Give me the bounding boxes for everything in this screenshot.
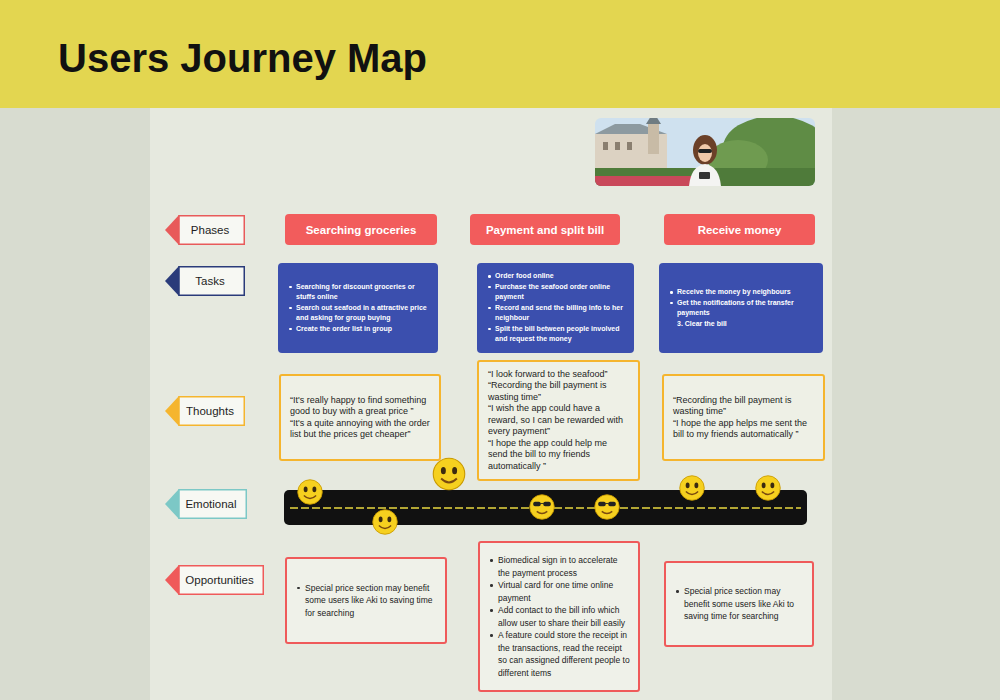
thought-quote: “Recording the bill payment is wasting t…: [488, 380, 629, 403]
tag-body: [179, 216, 244, 245]
tag-point: [165, 266, 179, 296]
opportunity-item: Add contact to the bill info which allow…: [498, 604, 630, 629]
thought-quote: “I look forward to the seafood”: [488, 369, 629, 381]
photo-flowers: [595, 176, 705, 186]
photo-tower: [648, 124, 659, 154]
task-box: Order food onlinePurchase the seafood or…: [477, 263, 634, 353]
task-box: Receive the money by neighboursGet the n…: [659, 263, 823, 353]
emoji: [530, 495, 555, 520]
emotion-track: [284, 490, 807, 525]
thought-quote: “It's really happy to find something goo…: [290, 395, 430, 418]
opportunity-box: Special price section may benefit some u…: [664, 561, 814, 647]
task-item: Create the order list in group: [296, 324, 432, 335]
opportunity-item: Special price section may benefit some u…: [305, 582, 437, 620]
thought-box: “Recording the bill payment is wasting t…: [662, 374, 825, 461]
task-item: Purchase the seafood order online paymen…: [495, 282, 628, 303]
task-item: Receive the money by neighbours: [677, 287, 817, 298]
phase-box: Payment and split bill: [470, 214, 620, 245]
emoji: [433, 458, 465, 490]
task-item: Record and send the billing info to her …: [495, 303, 628, 324]
tag-body: [179, 490, 246, 519]
row-label: Thoughts: [186, 405, 234, 417]
emoji: [298, 480, 323, 505]
opportunity-item: A feature could store the receipt in the…: [498, 629, 630, 679]
photo-window: [603, 142, 608, 150]
thought-quote: “Recording the bill payment is wasting t…: [673, 395, 814, 418]
thought-box: “It's really happy to find something goo…: [279, 374, 441, 461]
tag-body: [179, 267, 244, 296]
photo-shirt: [689, 164, 721, 186]
tag-point: [165, 215, 179, 245]
task-item: Search out seafood in a attractive price…: [296, 303, 432, 324]
emoji: [756, 476, 781, 501]
thought-quote: “I hope the app could help me send the b…: [488, 438, 629, 473]
tag-point: [165, 489, 179, 519]
phase-label: Payment and split bill: [486, 224, 604, 236]
phase-box: Receive money: [664, 214, 815, 245]
opportunity-item: Biomedical sign in to accelerate the pay…: [498, 554, 630, 579]
photo-sunglasses: [698, 149, 712, 153]
emoji: [680, 476, 705, 501]
row-label: Opportunities: [185, 574, 253, 586]
photo-hair: [693, 135, 717, 165]
photo-face: [698, 144, 712, 162]
photo-camera: [699, 172, 710, 179]
tag-point: [165, 396, 179, 426]
row-label: Phases: [191, 224, 229, 236]
emoji: [595, 495, 620, 520]
thought-quote: “I hope the app helps me sent the bill t…: [673, 418, 814, 441]
task-item: 3. Clear the bill: [677, 319, 817, 330]
row-label-tag: Emotional: [165, 489, 247, 519]
photo-window: [615, 142, 620, 150]
row-label-tag: Thoughts: [165, 396, 245, 426]
phase-box: Searching groceries: [285, 214, 437, 245]
task-item: Order food online: [495, 271, 628, 282]
phase-label: Searching groceries: [306, 224, 417, 236]
tag-point: [165, 565, 179, 595]
photo-window: [627, 142, 632, 150]
task-item: Get the notifications of the transfer pa…: [677, 298, 817, 319]
thought-quote: “I wish the app could have a reward, so …: [488, 403, 629, 438]
phase-label: Receive money: [698, 224, 782, 236]
opportunity-item: Virtual card for one time online payment: [498, 579, 630, 604]
emoji: [373, 510, 398, 535]
task-box: Searching for discount groceries or stuf…: [278, 263, 438, 353]
tag-body: [179, 566, 263, 595]
opportunity-box: Biomedical sign in to accelerate the pay…: [478, 541, 640, 692]
task-item: Split the bill between people involved a…: [495, 324, 628, 345]
photo: [595, 118, 815, 186]
thought-quote: “It's a quite annoying with the order li…: [290, 418, 430, 441]
opportunity-box: Special price section may benefit some u…: [285, 557, 447, 644]
row-label-tag: Phases: [165, 215, 245, 245]
photo-spire: [646, 118, 661, 124]
task-item: Searching for discount groceries or stuf…: [296, 282, 432, 303]
row-label: Tasks: [195, 275, 224, 287]
title-band: [0, 0, 1000, 108]
thought-box: “I look forward to the seafood”“Recordin…: [477, 360, 640, 481]
row-label: Emotional: [185, 498, 236, 510]
content-panel: [150, 108, 832, 700]
row-label-tag: Opportunities: [165, 565, 264, 595]
tag-body: [179, 397, 244, 426]
row-label-tag: Tasks: [165, 266, 245, 296]
page-title: Users Journey Map: [58, 36, 427, 80]
opportunity-item: Special price section may benefit some u…: [684, 585, 804, 623]
